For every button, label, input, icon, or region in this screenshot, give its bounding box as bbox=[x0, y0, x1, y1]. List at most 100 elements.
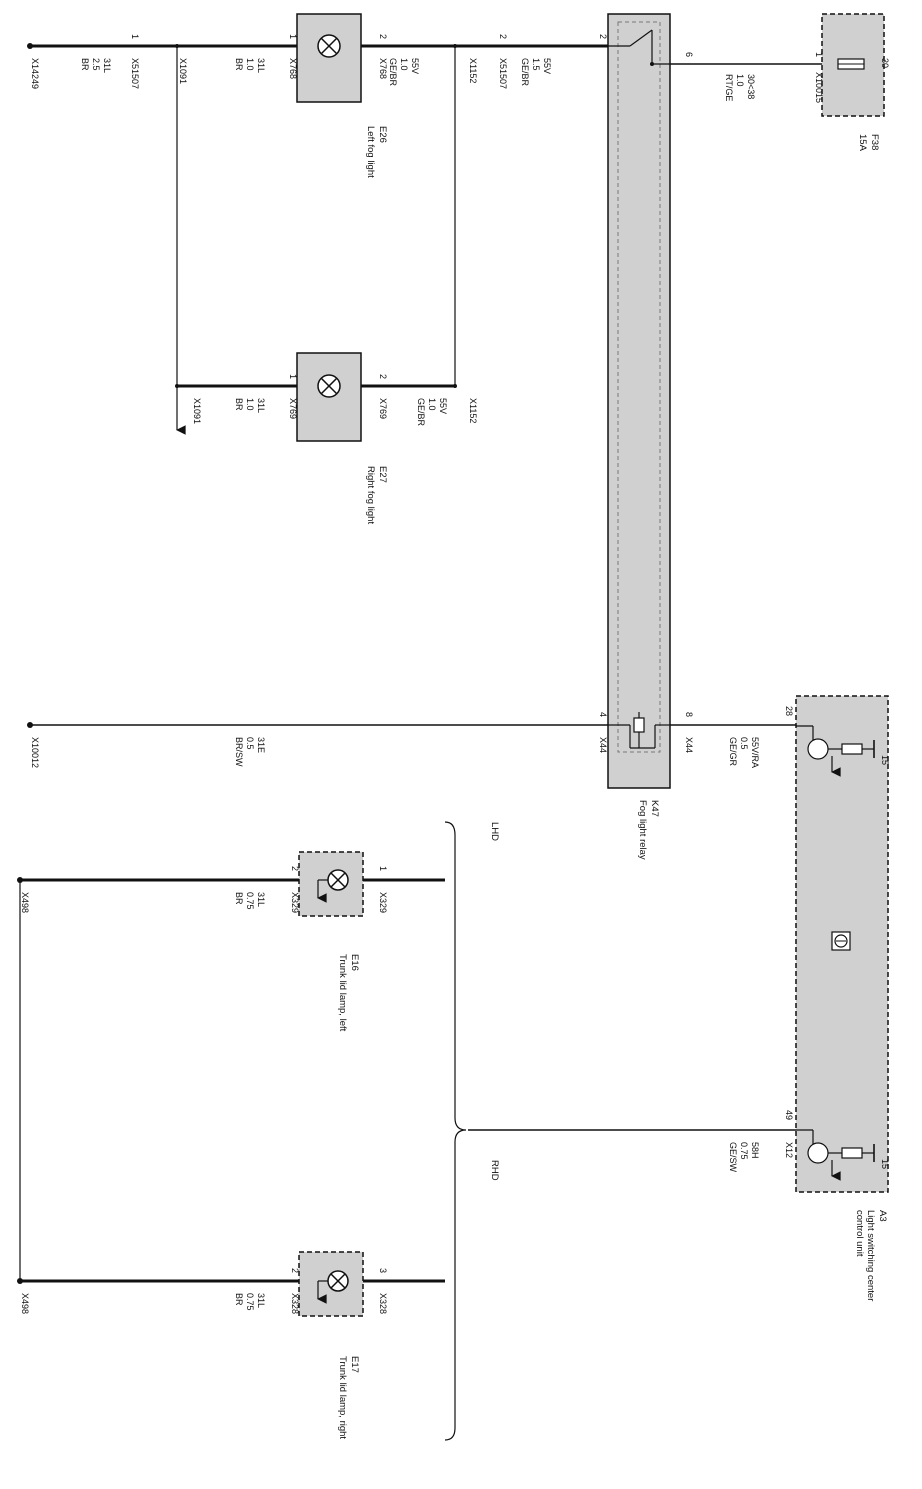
svg-text:30<38: 30<38 bbox=[746, 74, 756, 99]
connector-id: X768 bbox=[378, 58, 388, 79]
pin: 2 bbox=[378, 374, 388, 379]
pin: 1 bbox=[378, 866, 388, 871]
pin: 1 bbox=[288, 374, 298, 379]
wire-spec-x10012: 31E 0.5 BR/SW bbox=[234, 737, 266, 767]
pin: 2 bbox=[498, 34, 508, 39]
pin: 3 bbox=[378, 1268, 388, 1273]
connector-id: X1091 bbox=[192, 398, 202, 424]
svg-text:31L: 31L bbox=[256, 58, 266, 73]
wire-spec-fuse: 30<38 1.0 RT/GE bbox=[724, 74, 756, 101]
connector-id: X1152 bbox=[468, 398, 478, 423]
e17-code: E17 bbox=[349, 1356, 360, 1373]
svg-text:BR: BR bbox=[234, 398, 244, 411]
pin: 49 bbox=[784, 1110, 794, 1120]
wire-spec-e27-gnd: 31L 1.0 BR bbox=[234, 398, 266, 413]
transistor-icon bbox=[807, 738, 829, 760]
pin: 1 bbox=[288, 34, 298, 39]
svg-text:RT/GE: RT/GE bbox=[724, 74, 734, 101]
svg-text:55V: 55V bbox=[438, 398, 448, 414]
svg-text:31E: 31E bbox=[256, 737, 266, 753]
svg-text:1.0: 1.0 bbox=[427, 398, 437, 411]
e17-name: Trunk lid lamp, right bbox=[337, 1356, 348, 1439]
svg-text:0.75: 0.75 bbox=[245, 1293, 255, 1311]
connector-id: X329 bbox=[290, 892, 300, 913]
wire-spec-e16-gnd: 31L 0.75 BR bbox=[234, 892, 266, 910]
svg-text:1.0: 1.0 bbox=[735, 74, 745, 87]
e16-code: E16 bbox=[349, 954, 360, 971]
k47-name: Fog light relay bbox=[637, 800, 648, 860]
connector-id: X10015 bbox=[814, 72, 824, 103]
svg-text:0.5: 0.5 bbox=[245, 737, 255, 750]
a3-name-line2: control unit bbox=[854, 1210, 865, 1257]
variant-brace bbox=[444, 821, 467, 1441]
connector-id: X498 bbox=[20, 1293, 30, 1314]
pin: 2 bbox=[378, 34, 388, 39]
connector-id: X769 bbox=[288, 398, 298, 419]
svg-text:1.0: 1.0 bbox=[399, 58, 409, 71]
connector-id: X10012 bbox=[30, 737, 40, 768]
pin: 15 bbox=[880, 755, 890, 765]
svg-text:BR: BR bbox=[234, 892, 244, 905]
wire-spec-relay-ctrl: 55V/RA 0.5 GE/GR bbox=[728, 737, 760, 768]
connector-id: X12 bbox=[784, 1142, 794, 1158]
wire-spec-e27-feed: 55V 1.0 GE/BR bbox=[416, 398, 448, 427]
svg-text:2.5: 2.5 bbox=[91, 58, 101, 71]
e26-box bbox=[296, 13, 362, 103]
variant-lhd: LHD bbox=[489, 822, 500, 841]
pin: 8 bbox=[684, 712, 694, 717]
e27-code: E27 bbox=[377, 466, 388, 483]
svg-text:BR: BR bbox=[234, 58, 244, 71]
a3-code: A3 bbox=[877, 1210, 888, 1222]
pin: 15 bbox=[880, 1159, 890, 1169]
connector-id: X769 bbox=[378, 398, 388, 419]
svg-text:1.0: 1.0 bbox=[245, 398, 255, 411]
e16-name: Trunk lid lamp, left bbox=[337, 954, 348, 1032]
svg-text:31L: 31L bbox=[102, 58, 112, 73]
f38-rating: 15A bbox=[857, 134, 868, 152]
svg-text:GE/BR: GE/BR bbox=[416, 398, 426, 427]
pin: 30 bbox=[880, 58, 890, 68]
k47-code: K47 bbox=[649, 800, 660, 817]
connector-id: X498 bbox=[20, 892, 30, 913]
pin: 2 bbox=[290, 866, 300, 871]
e27-name: Right fog light bbox=[365, 466, 376, 524]
svg-text:0.5: 0.5 bbox=[739, 737, 749, 750]
pin: 1 bbox=[130, 34, 140, 39]
transistor-icon bbox=[807, 1142, 829, 1164]
svg-text:55V: 55V bbox=[542, 58, 552, 74]
svg-text:1.0: 1.0 bbox=[245, 58, 255, 71]
svg-text:55V: 55V bbox=[410, 58, 420, 74]
wire-spec-e26-gnd: 31L 1.0 BR bbox=[234, 58, 266, 73]
pin: 4 bbox=[598, 712, 608, 717]
pin: 1 bbox=[814, 52, 824, 57]
e26-code: E26 bbox=[377, 126, 388, 143]
connector-id: X328 bbox=[378, 1293, 388, 1314]
relay-coil-icon bbox=[633, 717, 645, 733]
connector-id: X51507 bbox=[498, 58, 508, 89]
wires bbox=[19, 44, 822, 1283]
e26-name: Left fog light bbox=[365, 126, 376, 178]
svg-text:GE/BR: GE/BR bbox=[388, 58, 398, 87]
svg-text:GE/SW: GE/SW bbox=[728, 1142, 738, 1173]
svg-text:1.5: 1.5 bbox=[531, 58, 541, 71]
connector-id: X328 bbox=[290, 1293, 300, 1314]
connector-id: X329 bbox=[378, 892, 388, 913]
wire-spec-x14249: 31L 2.5 BR bbox=[80, 58, 112, 73]
wire-spec-e17-gnd: 31L 0.75 BR bbox=[234, 1293, 266, 1311]
svg-text:BR/SW: BR/SW bbox=[234, 737, 244, 767]
svg-text:0.75: 0.75 bbox=[739, 1142, 749, 1160]
pin: 2 bbox=[598, 34, 608, 39]
svg-text:BR: BR bbox=[80, 58, 90, 71]
svg-text:58H: 58H bbox=[750, 1142, 760, 1159]
connector-id: X51507 bbox=[130, 58, 140, 89]
svg-text:31L: 31L bbox=[256, 1293, 266, 1308]
f38-code: F38 bbox=[869, 134, 880, 150]
svg-text:BR: BR bbox=[234, 1293, 244, 1306]
pin: 2 bbox=[290, 1268, 300, 1273]
connector-id: X44 bbox=[684, 737, 694, 753]
wire-spec-relay-out: 55V 1.5 GE/BR bbox=[520, 58, 552, 87]
k47-box bbox=[607, 13, 671, 789]
e17-box bbox=[298, 1251, 364, 1317]
svg-text:0.75: 0.75 bbox=[245, 892, 255, 910]
